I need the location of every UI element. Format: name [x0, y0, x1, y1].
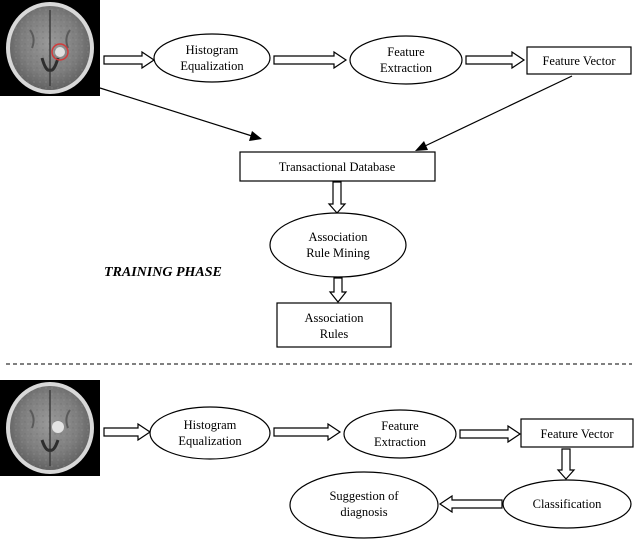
- svg-text:Equalization: Equalization: [180, 59, 244, 73]
- association-rule-mining-node: Association Rule Mining: [269, 212, 407, 278]
- double-arrow-histogram-to-feature-testing: [273, 422, 342, 442]
- feature-vector-box-training: Feature Vector: [526, 46, 632, 75]
- svg-text:Extraction: Extraction: [374, 435, 427, 449]
- double-arrow-feature-to-vector-testing: [459, 424, 522, 444]
- histogram-equalization-node-testing: Histogram Equalization: [149, 406, 271, 460]
- svg-text:Histogram: Histogram: [184, 418, 237, 432]
- feature-extraction-node-testing: Feature Extraction: [343, 409, 457, 459]
- svg-text:Classification: Classification: [533, 497, 602, 511]
- suggestion-of-diagnosis-node: Suggestion of diagnosis: [289, 471, 439, 539]
- svg-text:diagnosis: diagnosis: [340, 505, 387, 519]
- svg-text:Association: Association: [308, 230, 368, 244]
- brain-mri-image-testing: [0, 380, 100, 476]
- svg-text:Feature: Feature: [381, 419, 419, 433]
- svg-text:Histogram: Histogram: [186, 43, 239, 57]
- svg-text:Equalization: Equalization: [178, 434, 242, 448]
- double-arrow-image-to-histogram-testing: [103, 422, 152, 442]
- feature-vector-box-testing: Feature Vector: [520, 418, 634, 448]
- classification-node: Classification: [502, 479, 632, 529]
- double-arrow-histogram-to-feature: [273, 50, 348, 70]
- svg-text:Rule Mining: Rule Mining: [306, 246, 370, 260]
- training-phase-label: TRAINING PHASE: [104, 265, 222, 280]
- arrow-image-to-database: [99, 87, 262, 141]
- association-rules-box: Association Rules: [276, 302, 392, 348]
- feature-extraction-node-training: Feature Extraction: [349, 35, 463, 85]
- arrow-vector-to-database: [415, 75, 573, 151]
- histogram-equalization-node-training: Histogram Equalization: [153, 33, 271, 83]
- svg-text:Extraction: Extraction: [380, 61, 433, 75]
- tumor-marker: [51, 43, 69, 61]
- double-arrow-mining-to-rules: [328, 277, 348, 303]
- transactional-database-box: Transactional Database: [239, 151, 436, 182]
- double-arrow-classification-to-suggestion: [438, 494, 503, 514]
- double-arrow-vector-to-classification: [556, 448, 576, 480]
- svg-text:Feature Vector: Feature Vector: [542, 54, 616, 68]
- double-arrow-feature-to-vector: [465, 50, 526, 70]
- double-arrow-database-to-mining: [327, 181, 347, 214]
- svg-text:Transactional Database: Transactional Database: [279, 160, 396, 174]
- brain-mri-image-training: [0, 0, 100, 96]
- double-arrow-image-to-histogram: [103, 50, 156, 70]
- svg-text:Association: Association: [304, 311, 364, 325]
- svg-text:Suggestion of: Suggestion of: [329, 489, 399, 503]
- svg-text:Rules: Rules: [320, 327, 349, 341]
- svg-text:Feature: Feature: [387, 45, 425, 59]
- svg-text:Feature Vector: Feature Vector: [540, 427, 614, 441]
